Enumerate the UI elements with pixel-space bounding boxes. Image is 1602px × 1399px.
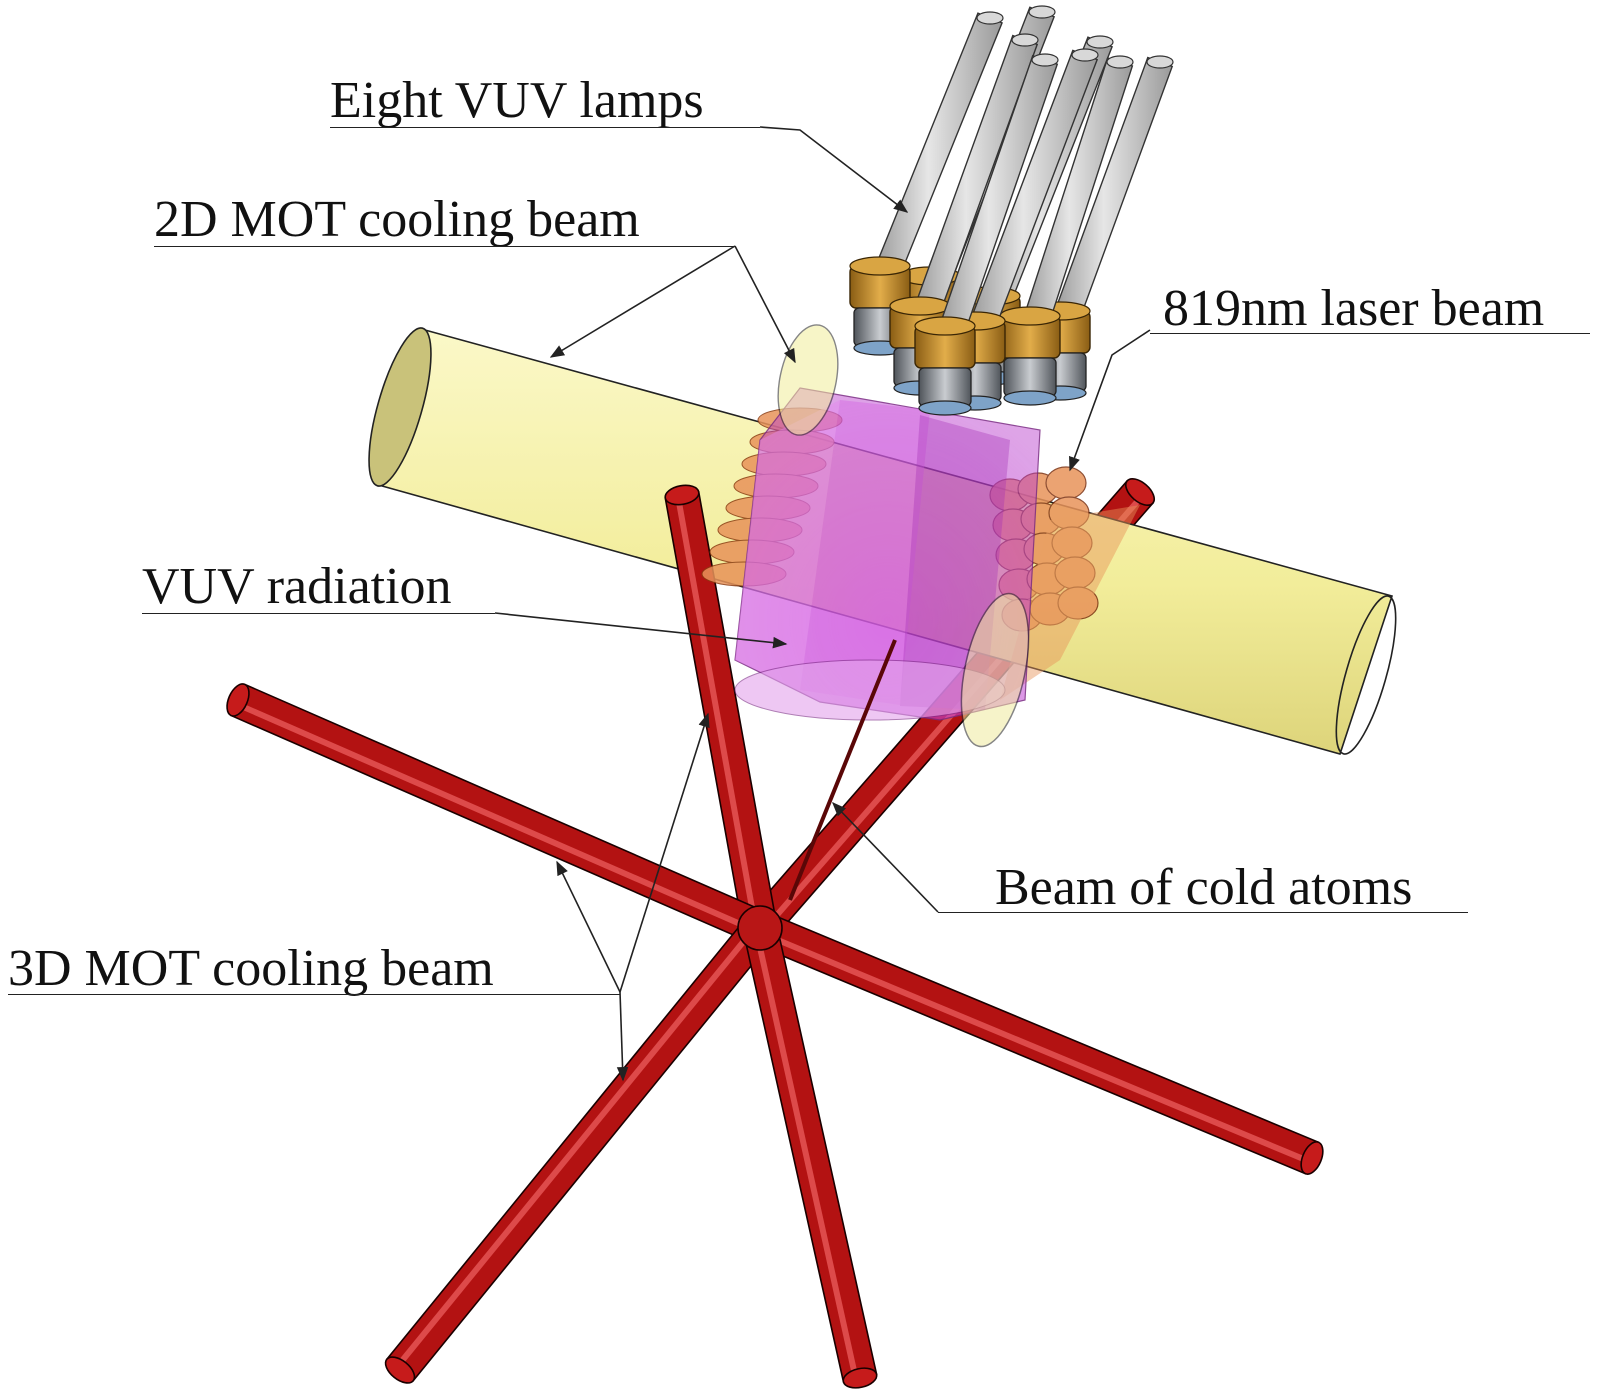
vuv-lamp-tube-end (976, 11, 1004, 25)
laser-819nm-disc (1057, 586, 1099, 620)
vuv-lamp-tube-end (1028, 5, 1056, 19)
vuv-lamp-collar-top (849, 256, 911, 276)
mot3d-beam-arm-right-highlight (757, 929, 1312, 1165)
mot3d-beam-arm-right-end-cap (1300, 1141, 1324, 1175)
mot3d-beam-crossing (737, 905, 783, 951)
vuv-lamp-base (918, 367, 972, 407)
vuv-lamp (849, 11, 1004, 356)
mot3d-beam-arm-lower-left-highlight (394, 923, 760, 1370)
mot3d-beam-arm-top-highlight (674, 495, 759, 930)
label-vuv-radiation: VUV radiation (142, 558, 452, 615)
vuv-lamp-tube-end (1106, 55, 1134, 69)
mot3d-cooling-beam-front (226, 484, 1324, 1389)
vuv-lamp (999, 55, 1134, 406)
vuv-lamp-window (918, 400, 972, 416)
vuv-lamp-base (1003, 357, 1057, 397)
laser-819nm-disc (1045, 466, 1087, 500)
label-819nm-laser-beam: 819nm laser beam (1163, 280, 1545, 337)
mot3d-beam-arm-right-body (752, 911, 1320, 1175)
underline-beam-of-cold-atoms (938, 912, 1468, 913)
mot3d-beam-arm-bottom-end-cap (842, 1367, 878, 1389)
vuv-lamp (914, 53, 1059, 416)
mot3d-beam-arm-left-body (230, 683, 768, 945)
vuv-radiation-cone (734, 324, 1041, 748)
vuv-lamp-tube-end (1071, 48, 1099, 62)
underline-819nm-laser-beam (1150, 333, 1590, 334)
vuv-lamps (849, 5, 1174, 416)
label-beam-of-cold-atoms: Beam of cold atoms (995, 859, 1413, 916)
mot3d-beam-arm-bottom-highlight (752, 928, 859, 1380)
underline-eight-vuv-lamps (330, 127, 760, 128)
vuv-lamp-tube-end (1086, 35, 1114, 49)
cold-atoms-beam (788, 639, 897, 901)
mot3d-beam-arm-left (226, 683, 768, 945)
mot3d-beam-arm-bottom-body (742, 923, 878, 1383)
mot3d-beam-arm-right (752, 911, 1324, 1175)
mot3d-beam-arm-top-end-cap (664, 484, 700, 506)
laser-819nm-overlap (1000, 505, 1140, 700)
label-2d-mot-cooling-beam: 2D MOT cooling beam (154, 191, 640, 248)
mot3d-beam-arm-left-end-cap (226, 683, 250, 717)
underline-3d-mot-cooling-beam (8, 994, 620, 995)
vuv-lamp-tube-end (1011, 33, 1039, 47)
vuv-lamp-collar-top (914, 316, 976, 336)
vuv-lamp-collar-top (889, 296, 951, 316)
vuv-lamp-window (1003, 390, 1057, 406)
underline-vuv-radiation (142, 613, 495, 614)
leader-lines (494, 126, 1151, 1082)
label-eight-vuv-lamps: Eight VUV lamps (330, 72, 704, 129)
mot3d-beam-arm-lower-left-end-cap (384, 1356, 416, 1384)
vuv-lamp-collar-top (999, 306, 1061, 326)
vuv-lamp-tube-end (1031, 53, 1059, 67)
label-3d-mot-cooling-beam: 3D MOT cooling beam (8, 940, 494, 997)
mot3d-beam-arm-left-highlight (235, 701, 760, 935)
mot3d-beam-arm-upper-right-end-cap (1124, 477, 1156, 507)
underline-2d-mot-cooling-beam (154, 246, 735, 247)
mot3d-beam-arm-bottom (742, 923, 878, 1389)
vuv-lamp-tube-end (1146, 55, 1174, 69)
